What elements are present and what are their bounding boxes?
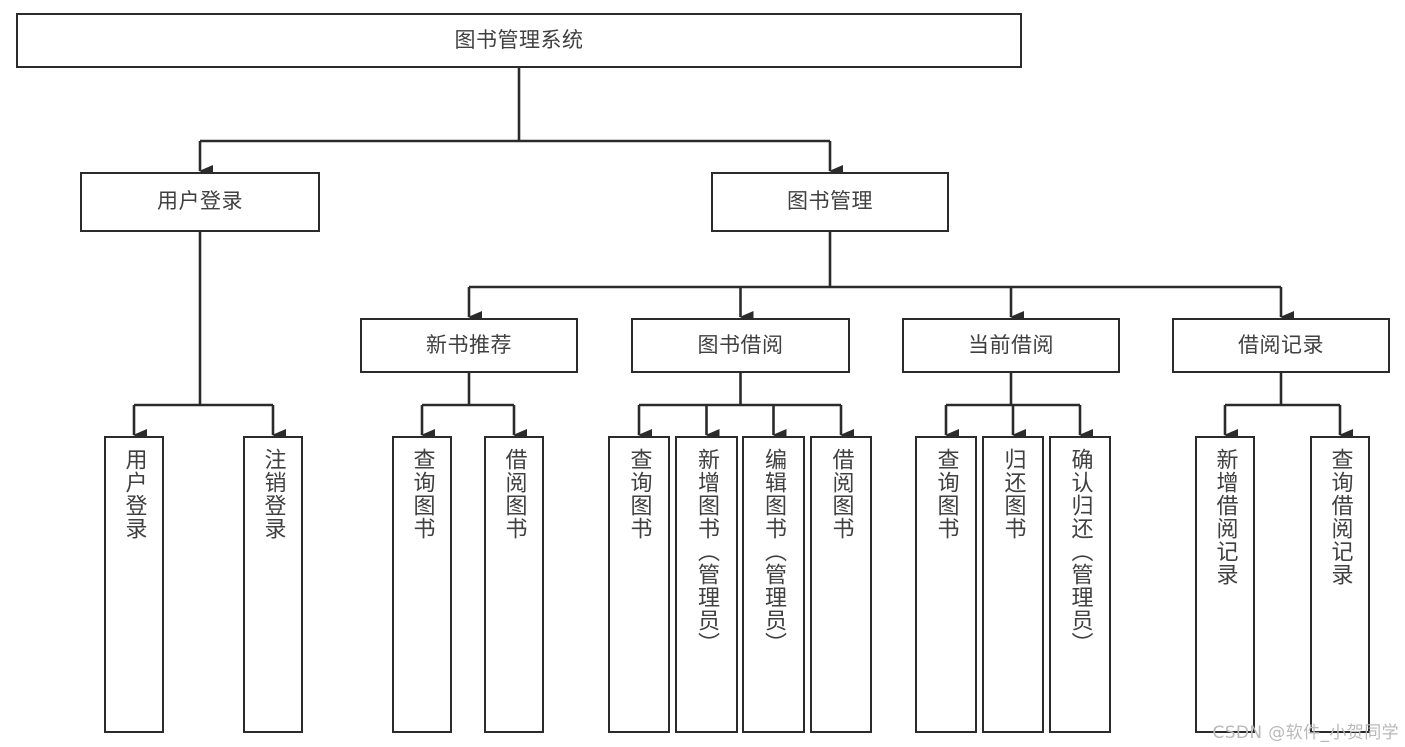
node-leaf_return_book[interactable]: 归还图书 bbox=[982, 436, 1044, 733]
node-leaf_user_login[interactable]: 用户登录 bbox=[104, 436, 164, 733]
node-label: 查询图书 bbox=[933, 448, 959, 540]
node-book_borrow[interactable]: 图书借阅 bbox=[631, 318, 850, 373]
node-leaf_add_book[interactable]: 新增图书（管理员） bbox=[675, 436, 738, 733]
node-label: 新书推荐 bbox=[426, 332, 512, 357]
node-user_login[interactable]: 用户登录 bbox=[80, 172, 320, 232]
node-label: 用户登录 bbox=[157, 189, 243, 214]
node-borrow_record[interactable]: 借阅记录 bbox=[1172, 318, 1390, 373]
node-label: 借阅图书 bbox=[501, 448, 527, 540]
node-leaf_query_book_1[interactable]: 查询图书 bbox=[392, 436, 452, 733]
node-label: 归还图书 bbox=[1000, 448, 1026, 540]
node-label: 图书借阅 bbox=[697, 332, 784, 357]
node-leaf_user_logout[interactable]: 注销登录 bbox=[243, 436, 303, 733]
watermark-text: CSDN @软件_小贺同学 bbox=[1212, 723, 1399, 743]
node-label: 图书管理系统 bbox=[454, 27, 584, 52]
node-leaf_borrow_book_1[interactable]: 借阅图书 bbox=[484, 436, 544, 733]
node-leaf_edit_book[interactable]: 编辑图书（管理员） bbox=[742, 436, 805, 733]
node-label: 查询图书 bbox=[409, 448, 435, 540]
node-book_manage[interactable]: 图书管理 bbox=[711, 172, 949, 232]
node-leaf_query_book_3[interactable]: 查询图书 bbox=[915, 436, 977, 733]
node-new_book_rec[interactable]: 新书推荐 bbox=[360, 318, 578, 373]
node-label: 用户登录 bbox=[121, 448, 147, 540]
node-label: 图书管理 bbox=[787, 189, 873, 214]
node-leaf_add_record[interactable]: 新增借阅记录 bbox=[1195, 436, 1255, 733]
node-current_borrow[interactable]: 当前借阅 bbox=[902, 318, 1120, 373]
node-label: 借阅图书 bbox=[828, 448, 854, 540]
node-label: 注销登录 bbox=[260, 448, 286, 540]
node-label: 当前借阅 bbox=[968, 332, 1054, 357]
node-label: 查询借阅记录 bbox=[1327, 448, 1353, 586]
node-label: 确认归还（管理员） bbox=[1067, 448, 1093, 655]
node-leaf_query_book_2[interactable]: 查询图书 bbox=[608, 436, 670, 733]
node-label: 编辑图书（管理员） bbox=[761, 448, 787, 655]
node-label: 新增图书（管理员） bbox=[694, 448, 720, 655]
node-leaf_borrow_book_2[interactable]: 借阅图书 bbox=[810, 436, 872, 733]
node-leaf_query_record[interactable]: 查询借阅记录 bbox=[1310, 436, 1370, 733]
node-label: 新增借阅记录 bbox=[1212, 448, 1238, 586]
node-label: 查询图书 bbox=[626, 448, 652, 540]
node-leaf_confirm_return[interactable]: 确认归还（管理员） bbox=[1049, 436, 1111, 733]
node-label: 借阅记录 bbox=[1238, 332, 1324, 357]
node-root[interactable]: 图书管理系统 bbox=[16, 13, 1022, 68]
